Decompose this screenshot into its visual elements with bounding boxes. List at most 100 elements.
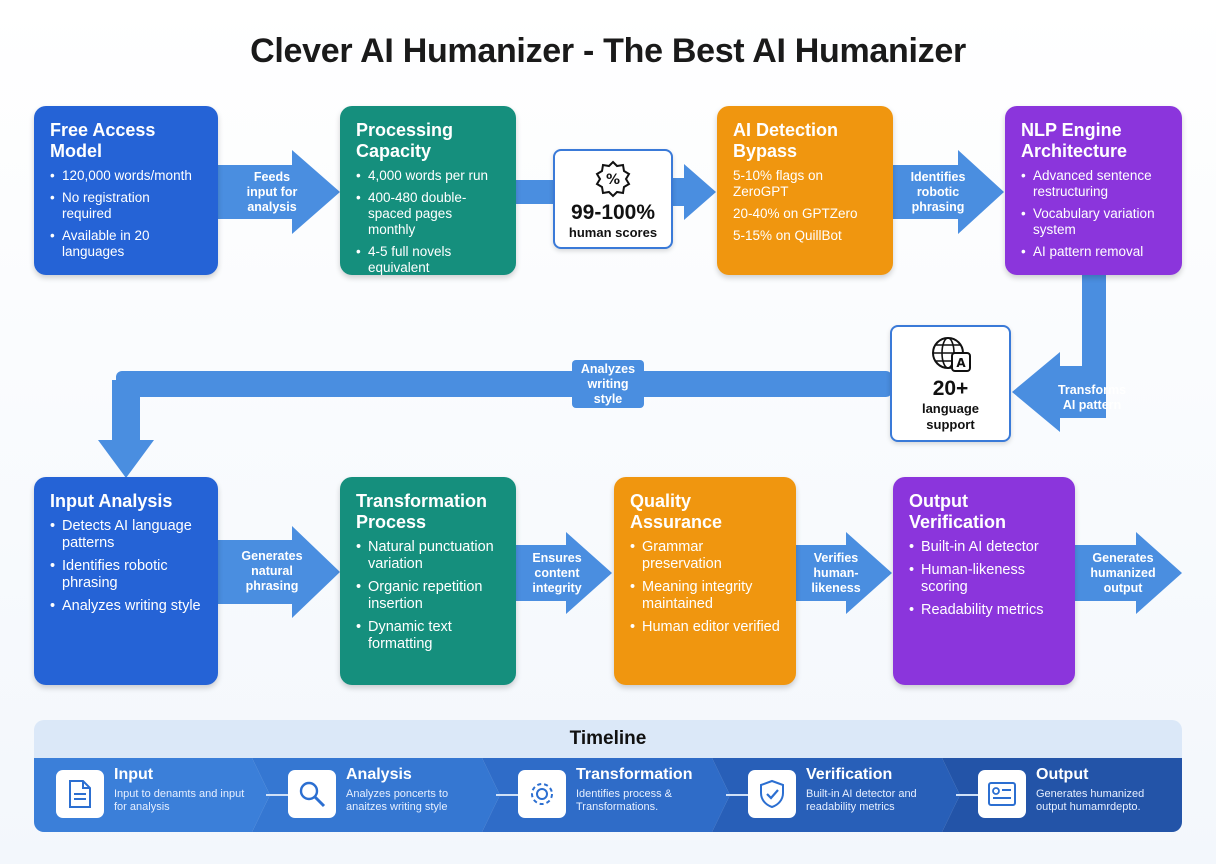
card-title: NLP Engine Architecture [1021,120,1128,161]
card-item: Human editor verified [630,619,780,636]
card-processing-capacity: Processing Capacity 4,000 words per run … [340,106,516,275]
timeline-step-desc: Generates humanized output humamrdepto. [1036,788,1145,813]
card-title: Processing Capacity [356,120,454,161]
human-scores-label: human scores [568,225,658,240]
card-item: Meaning integrity maintained [630,579,780,613]
label-line: content [534,566,580,580]
timeline-step-desc: Analyzes poncerts to anaitzes writing st… [346,788,449,813]
timeline-strip: Input Input to denamts and input for ana… [34,758,1182,832]
label-line: Feeds [253,170,291,184]
timeline-title: Timeline [569,728,647,749]
timeline-step-input: Input Input to denamts and input for ana… [34,758,264,832]
card-quality-assurance: Quality Assurance Grammar preservation M… [614,477,796,685]
human-scores-badge: % 99-100% human scores [553,149,673,249]
arrow-label-transforms: Transforms AI pattern [1050,383,1134,413]
card-item: Analyzes writing style [50,598,202,615]
card-free-access: Free Access Model 120,000 words/month No… [34,106,218,275]
label-line: natural [251,564,293,578]
timeline-step-desc: Built-in AI detector and readability met… [806,788,917,813]
card-item: 4,000 words per run [356,168,500,184]
card-title: Free Access Model [50,120,156,161]
label-line: Verifies [813,551,859,565]
label-line: integrity [532,581,582,595]
card-item: Built-in AI detector [909,539,1059,556]
card-item: 5-10% flags on ZeroGPT [733,168,824,199]
card-item: No registration required [50,190,202,222]
label-line: robotic [916,185,960,199]
label-line: Analyzes [580,362,636,376]
document-icon [56,770,104,818]
arrow-label-generates-output: Generates humanized output [1082,551,1164,596]
arrow-label-analyzes: Analyzes writing style [572,360,644,408]
label-line: writing [587,377,629,391]
label-line: output [1103,581,1143,595]
timeline-step-desc: Identifies process & Transformations. [576,788,672,813]
timeline-step-verification: Verification Built-in AI detector and re… [726,758,956,832]
timeline-step-name: Input [114,766,154,783]
card-item: AI pattern removal [1021,244,1166,260]
card-output-verification: Output Verification Built-in AI detector… [893,477,1075,685]
card-item: Organic repetition insertion [356,579,500,613]
search-icon [288,770,336,818]
shield-check-icon [748,770,796,818]
card-item: 400-480 double-spaced pages monthly [356,190,500,238]
label-line: phrasing [911,200,965,214]
card-item: Vocabulary variation system [1021,206,1166,238]
label-line: Generates [241,549,303,563]
card-item: Available in 20 languages [50,228,202,260]
arrow-transforms [1012,352,1106,432]
card-transformation-process: Transformation Process Natural punctuati… [340,477,516,685]
card-item: Readability metrics [909,602,1059,619]
arrow-label-verifies: Verifies human- likeness [800,551,872,596]
card-item: 5-15% on QuillBot [733,228,842,243]
percent-badge-icon: % [593,159,633,199]
card-item: Advanced sentence restructuring [1021,168,1166,200]
arrow-generates-natural [218,526,340,618]
label-line: AI pattern [1062,398,1122,412]
card-title: Input Analysis [50,491,173,511]
arrow-analyzes [116,371,892,397]
card-item: Detects AI language patterns [50,518,202,552]
card-item: 20-40% on GPTZero [733,206,858,221]
arrow-label-feeds: Feeds input for analysis [236,170,308,215]
svg-text:A: A [956,356,966,370]
card-item: Identifies robotic phrasing [50,558,202,592]
output-list-icon [978,770,1026,818]
card-nlp-engine: NLP Engine Architecture Advanced sentenc… [1005,106,1182,275]
language-count: 20+ [932,377,969,400]
card-title: Transformation Process [356,491,488,532]
arrow-label-ensures: Ensures content integrity [521,551,593,596]
label-line: phrasing [245,579,299,593]
label-line: Generates [1092,551,1154,565]
arrow-generates-output [1074,532,1182,614]
timeline-step-name: Output [1036,766,1089,783]
card-item: Human-likeness scoring [909,562,1059,596]
arrow-label-identifies: Identifies robotic phrasing [902,170,974,215]
timeline-step-name: Analysis [346,766,412,783]
card-ai-detection-bypass: AI Detection Bypass 5-10% flags on ZeroG… [717,106,893,275]
arrow-analyzes-down [98,380,154,478]
language-label-line2: support [926,417,975,432]
gear-icon [518,770,566,818]
label-line: Transforms [1057,383,1127,397]
arrow-ensures [516,532,612,614]
label-line: likeness [811,581,861,595]
timeline-step-analysis: Analysis Analyzes poncerts to anaitzes w… [266,758,496,832]
page-title: Clever AI Humanizer - The Best AI Humani… [250,32,966,70]
arrow-verifies [796,532,892,614]
timeline-step-name: Verification [806,766,893,783]
globe-translate-icon: A [930,335,972,375]
language-label-line1: language [921,401,980,416]
card-title: AI Detection Bypass [733,120,839,161]
svg-text:%: % [606,172,620,188]
card-item: Natural punctuation variation [356,539,500,573]
timeline-step-name: Transformation [576,766,693,783]
label-line: style [593,392,623,406]
language-support-badge: A 20+ language support [890,325,1011,442]
human-scores-value: 99-100% [570,201,656,224]
timeline-step-output: Output Generates humanized output humamr… [956,758,1182,832]
card-item: Dynamic text formatting [356,619,500,653]
arrow-badge-bypass [672,164,716,220]
label-line: analysis [247,200,297,214]
